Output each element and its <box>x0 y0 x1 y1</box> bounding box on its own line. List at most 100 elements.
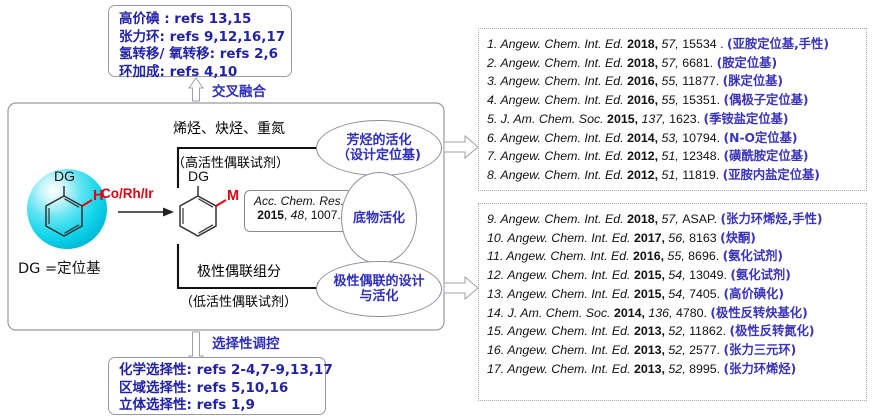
reference-tag: (炔酮) <box>720 230 756 245</box>
reference-year: 2015, <box>607 111 642 126</box>
reference-volume: 51, <box>661 167 683 182</box>
ref-top-block-arrow <box>443 134 479 160</box>
reference-item: 7. Angew. Chem. Int. Ed. 2012, 51, 12348… <box>487 147 866 166</box>
bottom-selectivity-box: 化学选择性: refs 2-4,7-9,13,17 区域选择性: refs 5,… <box>108 357 333 415</box>
reference-year: 2013, <box>633 342 669 357</box>
ellipse-polar-line1: 极性偶联的设计 <box>333 274 425 289</box>
reference-item: 2. Angew. Chem. Int. Ed. 2018, 57, 6681.… <box>487 54 866 73</box>
reference-volume: 52, <box>668 361 690 376</box>
reference-tag: (高价碘化) <box>723 286 784 301</box>
reference-journal: Angew. Chem. Int. Ed. <box>500 130 628 145</box>
acc-volume: 48 <box>290 208 305 222</box>
ellipse-polar-text: 极性偶联的设计 与活化 <box>333 274 424 304</box>
reference-year: 2016, <box>627 93 662 108</box>
reference-tag: (N-O定位基) <box>723 130 798 145</box>
reference-year: 2015, <box>633 268 669 283</box>
ref-bottom-block-arrow <box>443 275 479 301</box>
reference-journal: Angew. Chem. Int. Ed. <box>500 212 628 226</box>
ellipse-polar-coupling: 极性偶联的设计 与活化 <box>316 261 442 317</box>
ellipse-substrate-text: 底物活化 <box>352 210 405 226</box>
reference-page: ASAP. <box>682 212 721 226</box>
acc-chem-res-box: Acc. Chem. Res. 2015, 48, 1007. <box>244 190 354 232</box>
reference-page: 8995. <box>689 361 724 376</box>
reference-volume: 52, <box>668 342 690 357</box>
references-bottom-list: 9. Angew. Chem. Int. Ed. 2018, 57, ASAP.… <box>487 210 866 378</box>
reference-number: 13. <box>487 286 508 301</box>
ellipse-arene-line1: 芳烃的活化 <box>346 133 412 148</box>
reference-tag: (脒定位基) <box>722 74 784 89</box>
reference-item: 10. Angew. Chem. Int. Ed. 2017, 56, 8163… <box>487 229 866 248</box>
reference-volume: 55, <box>661 74 683 89</box>
reference-journal: Angew. Chem. Int. Ed. <box>500 93 628 108</box>
product-benzene-ring <box>179 195 217 237</box>
reference-tag: (张力三元环) <box>723 342 797 357</box>
reference-number: 6. <box>487 130 501 145</box>
reference-year: 2012, <box>627 167 662 182</box>
top-methods-box: 高价碘 : refs 13,15 张力环: refs 9,12,16,17 氢转… <box>108 5 292 80</box>
reference-tag: (极性反转炔基化) <box>710 305 808 320</box>
ellipse-arene-text: 芳烃的活化 （设计定位基) <box>337 133 421 163</box>
reference-number: 16. <box>487 342 508 357</box>
reference-journal: Angew. Chem. Int. Ed. <box>507 230 634 245</box>
reference-year: 2018, <box>627 37 662 51</box>
reference-item: 14. J. Am. Chem. Soc. 2014, 136, 4780. (… <box>487 304 866 323</box>
reference-journal: Angew. Chem. Int. Ed. <box>500 55 628 70</box>
reference-item: 15. Angew. Chem. Int. Ed. 2013, 52, 1186… <box>487 322 866 341</box>
reference-page: 1623. <box>669 111 704 126</box>
acc-journal: Acc. Chem. Res. <box>253 194 345 208</box>
reference-item: 1. Angew. Chem. Int. Ed. 2018, 57, 15534… <box>487 35 866 54</box>
reference-journal: J. Am. Chem. Soc. <box>507 305 614 320</box>
reference-tag: (磺酰胺定位基) <box>723 149 809 164</box>
reference-item: 16. Angew. Chem. Int. Ed. 2013, 52, 2577… <box>487 341 866 360</box>
reference-number: 2. <box>487 55 501 70</box>
reference-volume: 56, <box>668 230 690 245</box>
reference-volume: 57, <box>661 212 683 226</box>
reference-item: 8. Angew. Chem. Int. Ed. 2012, 51, 11819… <box>487 166 866 185</box>
bottom-selectivity-line: 化学选择性: refs 2-4,7-9,13,17 <box>119 362 333 378</box>
reference-number: 10. <box>487 230 508 245</box>
reference-page: 11819. <box>682 167 723 182</box>
reference-number: 11. <box>487 249 507 264</box>
bottom-selectivity-line: 立体选择性: refs 1,9 <box>119 397 255 413</box>
reference-volume: 57, <box>661 55 683 70</box>
reference-tag: (极性反转氮化) <box>729 324 815 339</box>
reference-page: 7405. <box>689 286 724 301</box>
bottom-pathway-reagents: 极性偶联组分 <box>197 264 281 280</box>
reference-number: 14. <box>487 305 508 320</box>
reference-volume: 52, <box>668 324 690 339</box>
substrate-ch-bond <box>81 199 93 207</box>
reference-page: 15351. <box>682 93 724 108</box>
reference-number: 12. <box>487 268 508 283</box>
reference-year: 2012, <box>627 149 662 164</box>
references-top-panel: 1. Angew. Chem. Int. Ed. 2018, 57, 15534… <box>478 28 867 191</box>
reference-year: 2016, <box>627 74 662 89</box>
ellipse-arene-line2: （设计定位基) <box>337 148 421 163</box>
reference-item: 9. Angew. Chem. Int. Ed. 2018, 57, ASAP.… <box>487 210 866 229</box>
reference-item: 11. Angew. Chem. Int. Ed. 2016, 55, 8696… <box>487 247 866 266</box>
reference-volume: 51, <box>661 149 683 164</box>
reference-year: 2018, <box>627 212 662 226</box>
reference-volume: 57, <box>661 37 683 51</box>
reference-tag: (氨化试剂) <box>722 249 784 264</box>
reference-journal: Angew. Chem. Int. Ed. <box>507 268 634 283</box>
top-pathway-note: （高活性偶联试剂） <box>172 156 290 171</box>
reference-number: 5. <box>487 111 501 126</box>
reference-page: 8696. <box>688 249 723 264</box>
reference-journal: Angew. Chem. Int. Ed. <box>500 37 628 51</box>
substrate-dg-label: DG <box>54 168 75 184</box>
reference-journal: Angew. Chem. Int. Ed. <box>500 74 628 89</box>
bottom-selectivity-line: 区域选择性: refs 5,10,16 <box>119 379 289 396</box>
top-pathway-reagents: 烯烃、炔烃、重氮 <box>173 121 285 137</box>
reference-year: 2015, <box>633 286 669 301</box>
catalyst-label: Co/Rh/Ir <box>101 186 154 201</box>
cross-fusion-label: 交叉融合 <box>212 84 266 100</box>
reference-volume: 137, <box>641 111 670 126</box>
reference-page: 15534 . <box>682 37 727 51</box>
reference-number: 7. <box>487 149 501 164</box>
top-methods-line: 氢转移/ 氧转移: refs 2,6 <box>119 46 279 62</box>
selectivity-label: 选择性调控 <box>212 336 280 352</box>
reference-volume: 55, <box>661 93 683 108</box>
reference-page: 8163 <box>689 230 721 245</box>
product-m-label: M <box>227 188 240 204</box>
